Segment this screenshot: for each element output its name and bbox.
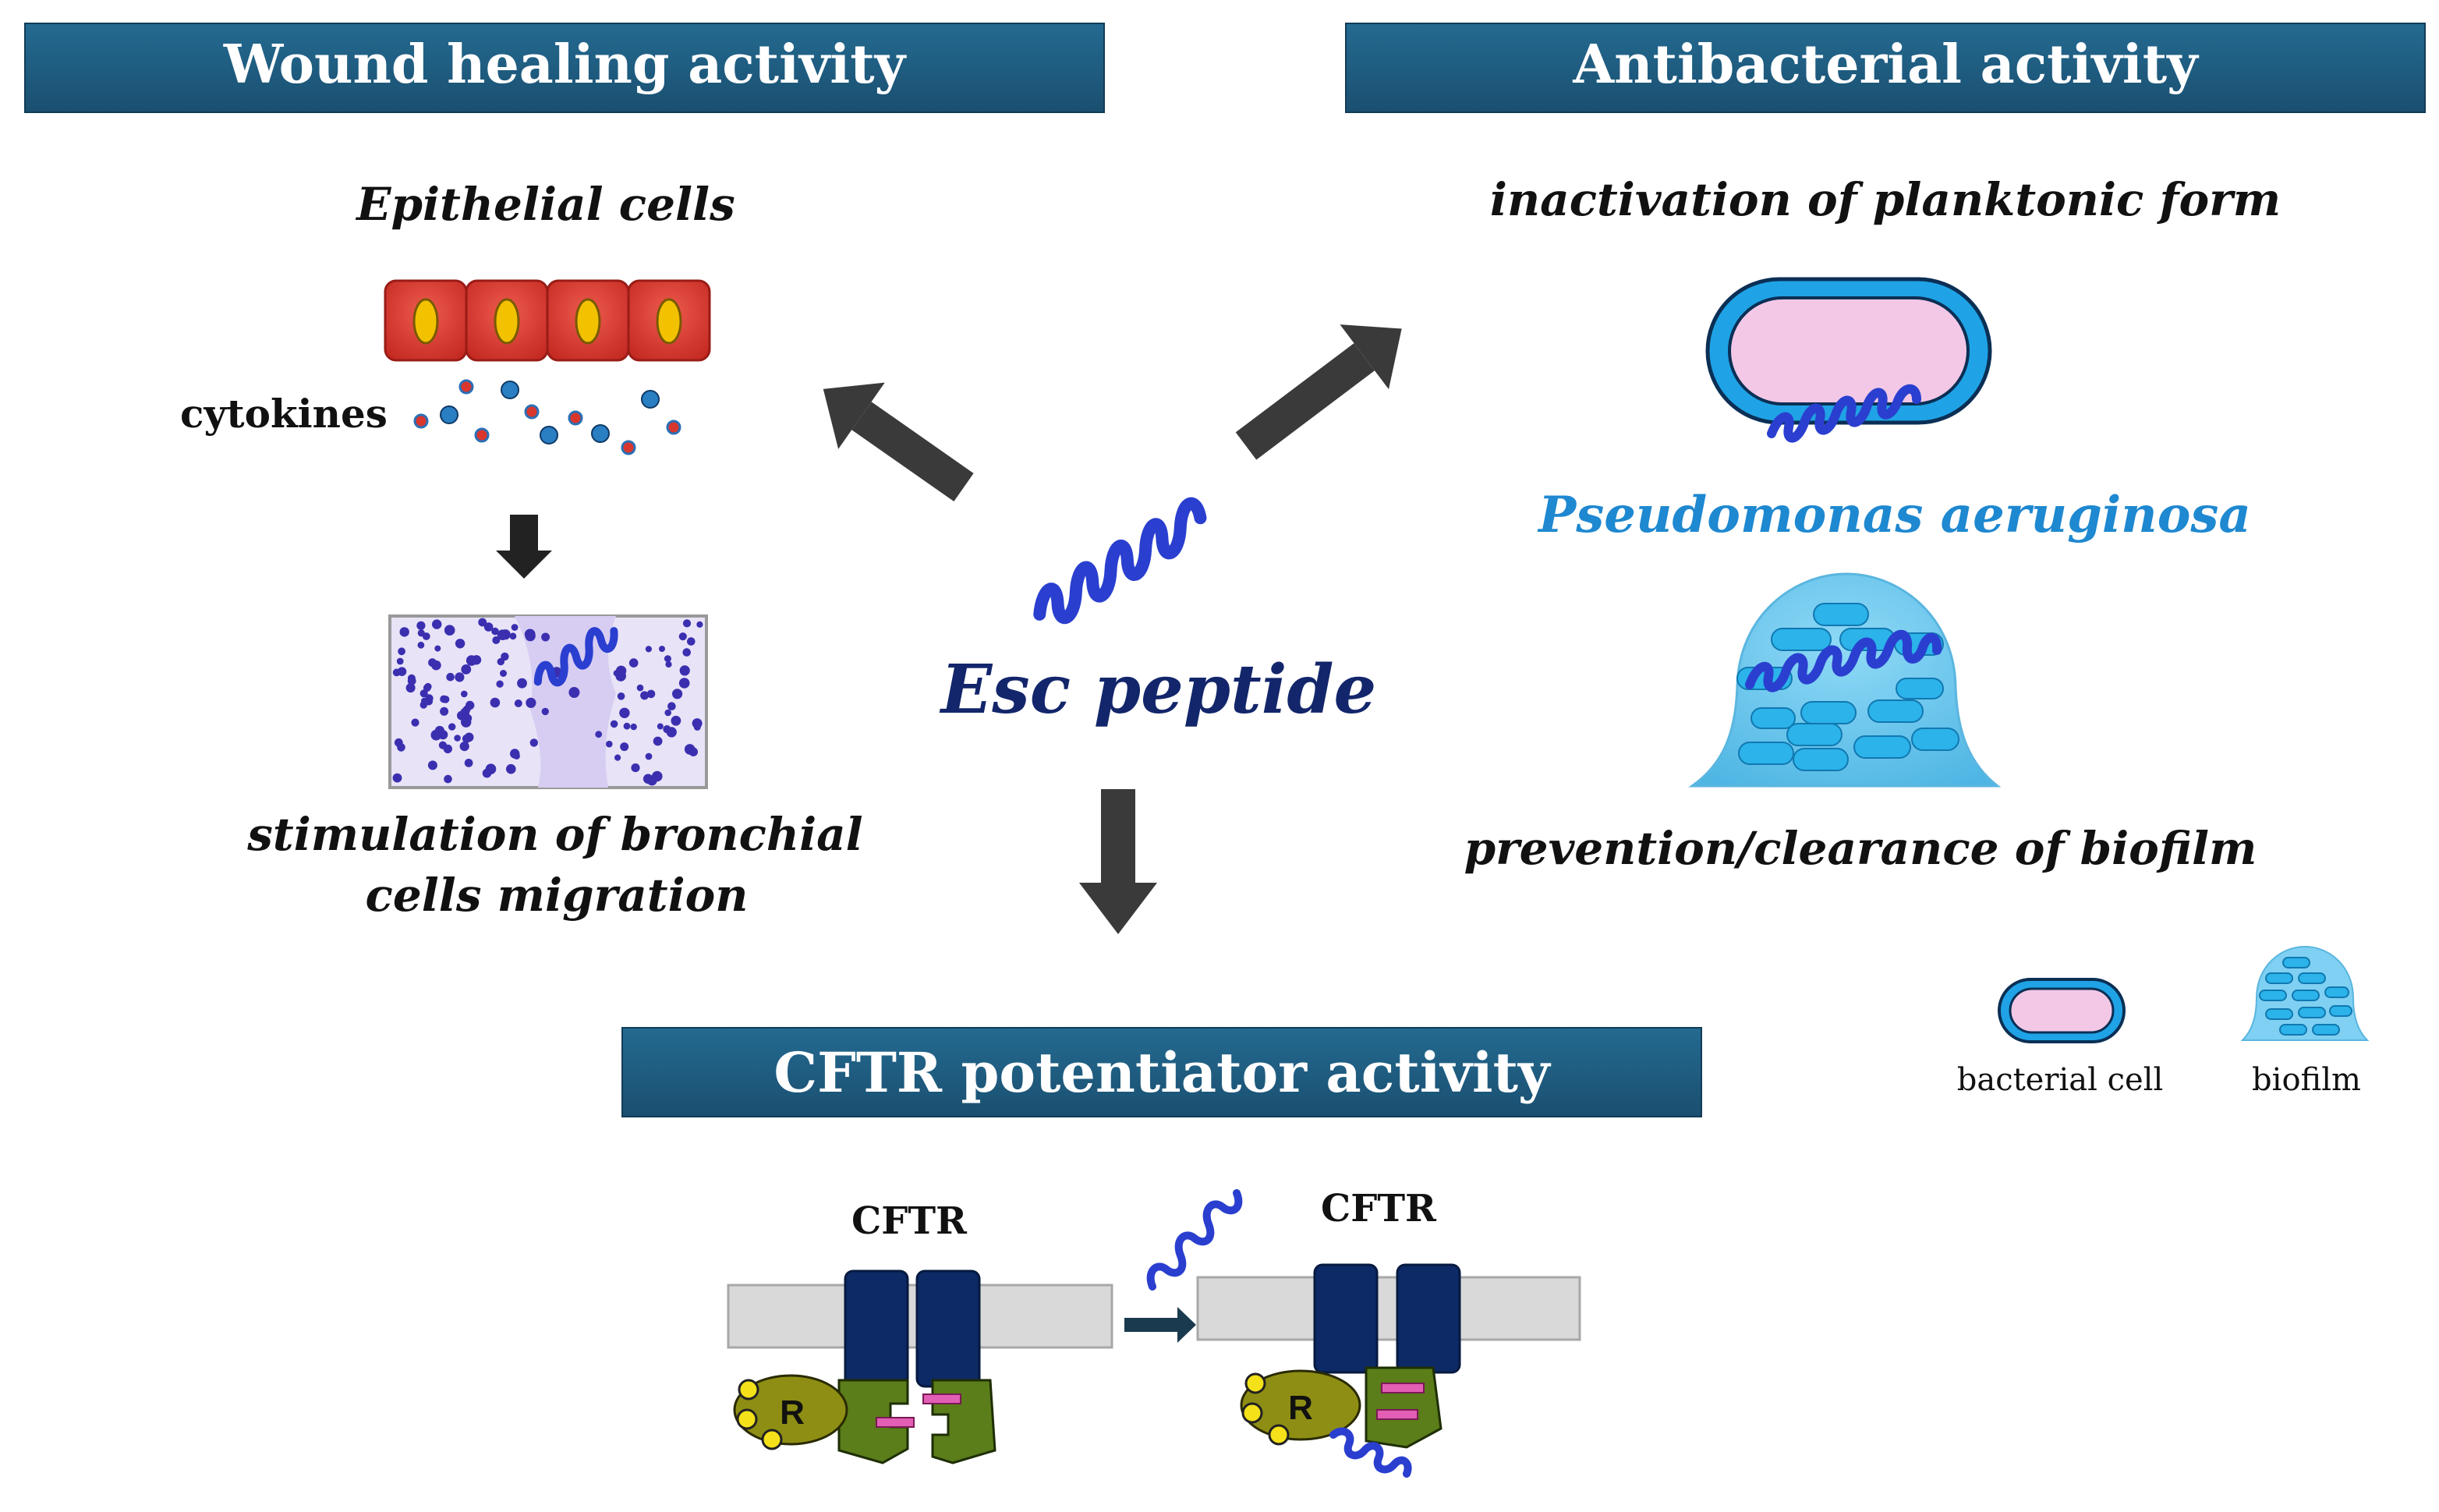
arrow-up-right-icon	[1235, 324, 1402, 460]
legend: bacterial cell biofilm	[1957, 945, 2370, 1098]
arrow-up-left-icon	[823, 382, 974, 502]
cftr-label-right: CFTR	[1321, 1187, 1437, 1230]
banner-wound-title: Wound healing activity	[223, 34, 908, 96]
banner-cftr-title: CFTR potentiator activity	[773, 1040, 1552, 1105]
helix-peptide-icon	[533, 627, 618, 687]
epithelial-cell	[465, 279, 549, 362]
migration-label-line1: stimulation of bronchial	[246, 808, 862, 861]
cytokines-label: cytokines	[180, 391, 388, 437]
pseudomonas-label: Pseudomonas aeruginosa	[1537, 486, 2251, 544]
helix-peptide-cftr-icon	[1146, 1189, 1243, 1291]
epithelial-cells-label: Epithelial cells	[355, 178, 735, 231]
planktonic-label: inactivation of planktonic form	[1490, 173, 2281, 226]
legend-biofilm-rods	[2259, 957, 2352, 1036]
epithelial-cells-row	[384, 279, 711, 362]
regulatory-domain-left: R	[780, 1393, 805, 1432]
migration-cell-dots	[392, 618, 703, 786]
helix-peptide-center-icon	[1033, 497, 1207, 625]
epithelial-cell	[627, 279, 711, 362]
helix-peptide-biofilm-icon	[1745, 629, 1942, 692]
banner-antibacterial: Antibacterial activity	[1345, 23, 2426, 113]
epithelial-cell	[546, 279, 630, 362]
helix-peptide-bound-icon	[1329, 1427, 1412, 1478]
banner-antibacterial-title: Antibacterial activity	[1572, 34, 2200, 96]
migration-assay-image	[388, 614, 708, 789]
arrow-down-center-icon	[1079, 789, 1157, 934]
cftr-open-channel: CFTR R	[1196, 1187, 1581, 1478]
regulatory-domain-right: R	[1288, 1389, 1313, 1427]
bacterial-cell-icon	[1705, 277, 1992, 425]
cftr-label-left: CFTR	[851, 1199, 968, 1243]
epithelial-cell	[384, 279, 468, 362]
legend-biofilm-label: biofilm	[2252, 1062, 2361, 1098]
cftr-closed-channel: CFTR R	[727, 1199, 1113, 1464]
cytokine-dots	[413, 379, 681, 455]
biofilm-clearance-label: prevention/clearance of biofilm	[1464, 822, 2257, 875]
helix-peptide-bacteria-icon	[1767, 384, 1921, 443]
legend-bacterial-cell-label: bacterial cell	[1957, 1062, 2164, 1098]
banner-wound-healing: Wound healing activity	[24, 23, 1105, 113]
arrow-down-icon	[496, 515, 552, 579]
banner-cftr: CFTR potentiator activity	[621, 1027, 1702, 1117]
migration-label-line2: cells migration	[366, 869, 749, 922]
biofilm-icon	[1688, 572, 2002, 788]
arrow-right-icon	[1124, 1307, 1196, 1343]
membrane-right	[1196, 1276, 1581, 1341]
esc-peptide-label: Esc peptide	[939, 650, 1377, 729]
